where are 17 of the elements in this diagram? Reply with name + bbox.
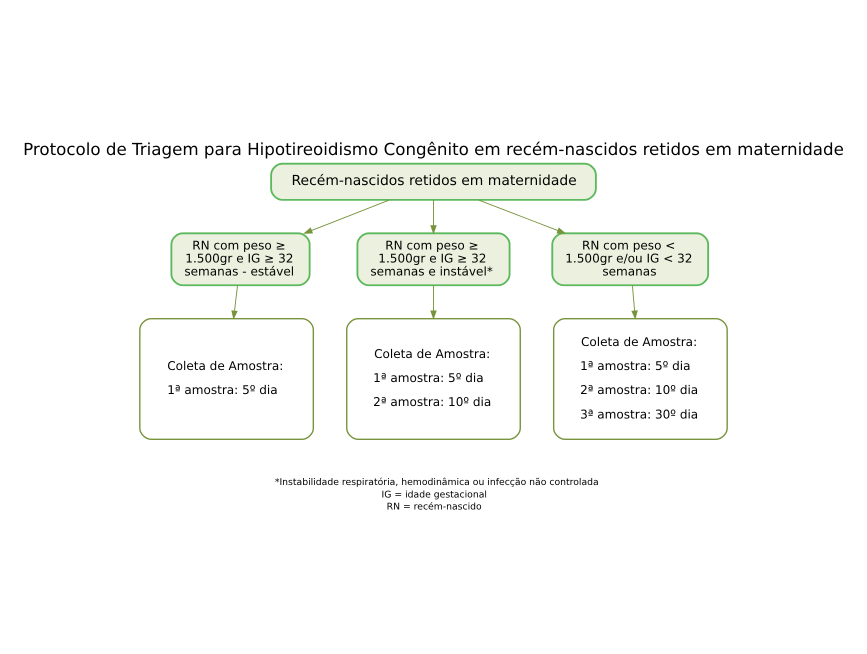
node-box: Coleta de Amostra: 1ª amostra: 5º dia [139,318,314,440]
arrow [430,200,437,235]
node-box: RN com peso ≥ 1.500gr e IG ≥ 32 semanas e instável* [356,232,511,286]
arrow [430,285,437,320]
arrow [231,285,238,320]
node-box: RN com peso ≥ 1.500gr e IG ≥ 32 semanas - estável [170,232,311,286]
label: *Instabilidade respiratória, hemodinâmica ou infecção não controlada [274,477,599,488]
arrow [631,285,638,320]
label: RN = recém-nascido [386,501,482,512]
node-box: Recém-nascidos retidos em maternidade [270,162,597,201]
node-box: Coleta de Amostra: 1ª amostra: 5º dia 2ª amostra: 10º dia [346,318,521,440]
label: IG = idade gestacional [382,489,487,500]
node-box: Coleta de Amostra: 1ª amostra: 5º dia 2ª amostra: 10º dia 3ª amostra: 30º dia [552,318,728,440]
arrow [303,200,390,234]
arrow [478,200,566,234]
node-box: RN com peso < 1.500gr e/ou IG < 32 semanas [551,232,710,286]
diagram-title: Protocolo de Triagem para Hipotireoidismo Congênito em recém-nascidos retidos em maternidade [23,138,844,159]
